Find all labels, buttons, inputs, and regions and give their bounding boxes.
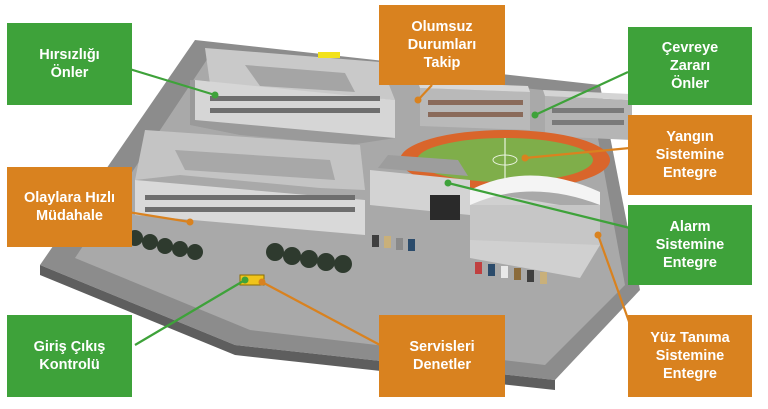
label-hirsizligi-onler[interactable]: Hırsızlığı Önler <box>7 23 132 105</box>
dot-giris <box>241 276 249 284</box>
dot-servisleri <box>258 278 266 286</box>
line-yuz <box>596 234 634 331</box>
label-yangin-sistemine-entegre[interactable]: Yangın Sistemine Entegre <box>628 115 752 195</box>
back-building-center <box>418 82 530 130</box>
school-building-2 <box>135 130 365 235</box>
label-yuz-tanima-sistemine-entegre[interactable]: Yüz Tanıma Sistemine Entegre <box>628 315 752 397</box>
dot-cevreye <box>531 111 539 119</box>
label-servisleri-denetler[interactable]: Servisleri Denetler <box>379 315 505 397</box>
dot-olumsuz <box>414 96 422 104</box>
label-olumsuz-durumlari-takip[interactable]: Olumsuz Durumları Takip <box>379 5 505 85</box>
line-servisleri <box>261 281 381 346</box>
label-olaylara-hizli-mudahale[interactable]: Olaylara Hızlı Müdahale <box>7 167 132 247</box>
dot-yuz <box>594 231 602 239</box>
connector-dots <box>186 91 602 286</box>
line-yangin <box>524 146 631 160</box>
line-cevreye <box>534 71 629 116</box>
dot-olaylara <box>186 218 194 226</box>
label-cevreye-zarari-onler[interactable]: Çevreye Zararı Önler <box>628 27 752 105</box>
dot-yangin <box>521 154 529 162</box>
school-building-1 <box>190 48 395 145</box>
label-alarm-sistemine-entegre[interactable]: Alarm Sistemine Entegre <box>628 205 752 285</box>
parked-cars <box>372 235 547 284</box>
dot-hirsizligi <box>211 91 219 99</box>
tree-row-front <box>266 243 352 273</box>
label-giris-cikis-kontrolu[interactable]: Giriş Çıkış Kontrolü <box>7 315 132 397</box>
roof-marker <box>318 52 340 58</box>
dot-alarm <box>444 179 452 187</box>
line-alarm <box>447 181 631 230</box>
line-giris <box>134 279 246 346</box>
back-building-right <box>543 90 632 140</box>
